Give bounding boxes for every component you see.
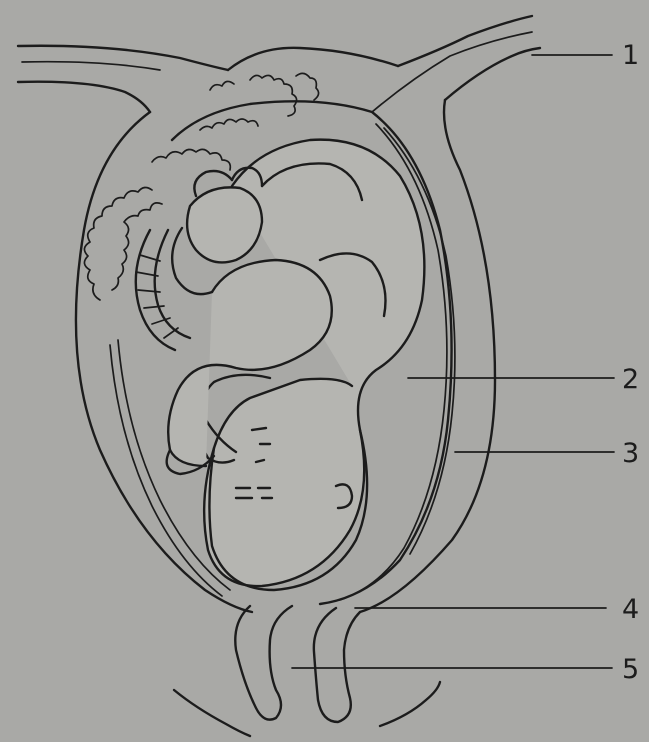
label-5: 5 (622, 654, 639, 685)
label-2: 2 (622, 364, 639, 395)
label-1: 1 (622, 40, 639, 71)
label-4: 4 (622, 594, 639, 625)
label-3: 3 (622, 438, 639, 469)
